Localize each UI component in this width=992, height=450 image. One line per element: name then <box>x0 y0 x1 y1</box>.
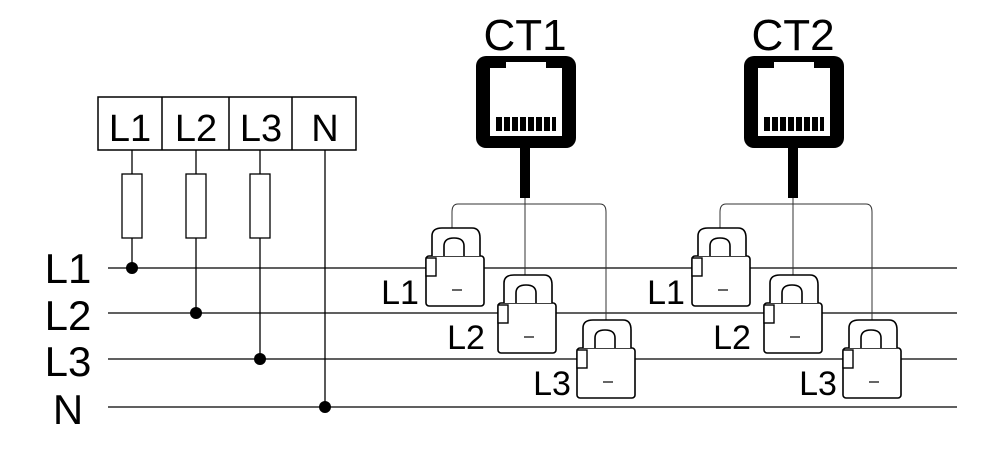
terminal-label-l2: L2 <box>175 108 217 150</box>
clamp-label-l2: L2 <box>447 319 485 357</box>
terminal-block: L1 L2 L3 N <box>97 96 357 151</box>
clamp-label-l2: L2 <box>713 319 751 357</box>
ct-group-2: CT2 L1 <box>647 11 902 403</box>
terminal-drops <box>121 150 326 407</box>
junction-dot-icon <box>126 262 138 274</box>
ct-clamp-l2 <box>763 274 823 354</box>
connector-label: CT2 <box>751 11 834 60</box>
bus-label-l3: L3 <box>45 338 92 385</box>
bus-lines: L1 L2 L3 N <box>45 245 957 433</box>
bus-label-l2: L2 <box>45 292 92 339</box>
fuse-icon <box>185 173 207 239</box>
fuse-icon <box>249 173 271 239</box>
terminal-label-l1: L1 <box>109 108 151 150</box>
rj45-port-icon <box>744 56 844 148</box>
bus-label-l1: L1 <box>45 245 92 292</box>
clamp-label-l3: L3 <box>799 365 837 403</box>
ct-clamp-l3 <box>576 319 636 399</box>
ct-clamp-l1 <box>691 227 751 307</box>
fuse-icon <box>121 173 143 239</box>
rj45-port-icon <box>476 56 576 148</box>
terminal-label-l3: L3 <box>240 108 282 150</box>
clamp-label-l1: L1 <box>381 274 419 312</box>
junction-dot-icon <box>319 401 331 413</box>
ct-clamp-l2 <box>497 274 557 354</box>
ct-group-1: CT1 L1 <box>381 11 636 403</box>
clamp-label-l3: L3 <box>533 365 571 403</box>
junction-dot-icon <box>254 353 266 365</box>
bus-label-n: N <box>53 386 83 433</box>
junction-dot-icon <box>190 307 202 319</box>
connector-label: CT1 <box>483 11 566 60</box>
clamp-label-l1: L1 <box>647 274 685 312</box>
ct-clamp-l1 <box>425 227 485 307</box>
terminal-label-n: N <box>311 108 338 150</box>
ct-clamp-l3 <box>842 319 902 399</box>
